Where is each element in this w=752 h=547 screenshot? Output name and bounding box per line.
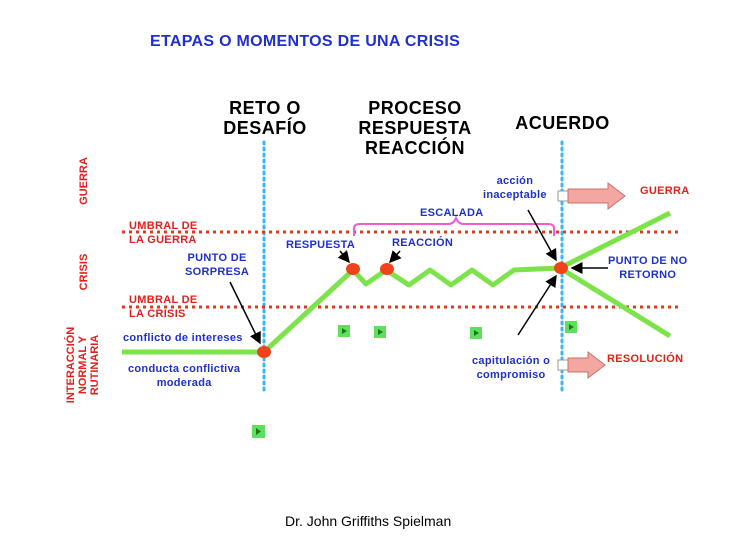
arrow-reaccion	[388, 250, 402, 264]
axis-label-interaccion-line-3: RUTINARIA	[89, 334, 101, 396]
arrow-respuesta	[337, 250, 350, 264]
stage-proceso: PROCESO RESPUESTA REACCIÓN	[350, 98, 480, 158]
label-escalada: ESCALADA	[420, 207, 484, 219]
play-button-icon	[338, 325, 350, 337]
threshold-label-guerra-line-2: LA GUERRA	[129, 234, 197, 246]
label-reaccion: REACCIÓN	[392, 237, 454, 249]
label-capitulacion-line-1: capitulación o	[472, 355, 551, 367]
label-accion-line-1: acción	[496, 175, 534, 187]
arrow-sorpresa	[229, 281, 261, 345]
play-button-icon	[374, 326, 386, 338]
node-reaccion	[380, 263, 394, 275]
label-respuesta: RESPUESTA	[286, 239, 356, 251]
label-punto-no-retorno-line-2: RETORNO	[619, 269, 677, 281]
escalada-brace	[353, 214, 555, 236]
axis-label-interaccion-line-2: NORMAL Y	[77, 335, 89, 395]
axis-label-interaccion: INTERACCIÓN NORMAL Y RUTINARIA	[65, 320, 105, 410]
axis-label-guerra: GUERRA	[78, 157, 90, 205]
stage-proceso-line-1: PROCESO	[368, 98, 462, 118]
play-button-icon	[565, 321, 577, 333]
threshold-label-crisis: UMBRAL DE LA CRISIS	[129, 293, 198, 321]
arrow-capitulacion	[517, 274, 557, 336]
label-capitulacion: capitulación o compromiso	[472, 354, 550, 382]
threshold-label-crisis-line-1: UMBRAL DE	[129, 294, 198, 306]
escalation-branch	[558, 210, 672, 271]
label-conducta-line-1: conducta conflictiva	[128, 363, 241, 375]
label-punto-no-retorno-line-1: PUNTO DE NO	[608, 255, 688, 267]
label-conducta-line-2: moderada	[156, 377, 212, 389]
node-no-retorno	[554, 262, 568, 274]
stage-reto-line-1: RETO O	[229, 98, 301, 118]
label-punto-sorpresa: PUNTO DE SORPRESA	[185, 251, 249, 279]
play-button-icon	[252, 425, 265, 438]
arrow-right-icon	[557, 350, 606, 380]
label-punto-no-retorno: PUNTO DE NO RETORNO	[608, 254, 688, 282]
label-accion-line-2: inaceptable	[483, 189, 547, 201]
process-line	[122, 265, 561, 355]
label-accion: acción inaceptable	[483, 174, 547, 202]
page-title: ETAPAS O MOMENTOS DE UNA CRISIS	[150, 33, 461, 50]
arrow-accion	[527, 209, 557, 262]
play-button-icon	[470, 327, 482, 339]
stage-proceso-line-3: REACCIÓN	[364, 138, 465, 158]
stage-acuerdo: ACUERDO	[515, 113, 610, 133]
stage-reto: RETO O DESAFÍO	[215, 98, 315, 138]
node-respuesta	[346, 263, 360, 275]
threshold-label-crisis-line-2: LA CRISIS	[129, 308, 186, 320]
label-conflicto: conflicto de intereses	[123, 332, 243, 344]
axis-label-crisis: CRISIS	[78, 253, 90, 291]
node-sorpresa	[257, 346, 271, 358]
threshold-label-guerra: UMBRAL DE LA GUERRA	[129, 219, 198, 247]
footer-author: Dr. John Griffiths Spielman	[285, 513, 452, 529]
label-conducta: conducta conflictiva moderada	[128, 362, 240, 390]
label-punto-sorpresa-line-1: PUNTO DE	[187, 252, 247, 264]
stage-proceso-line-2: RESPUESTA	[358, 118, 472, 138]
outcome-resolucion: RESOLUCIÓN	[607, 353, 684, 365]
arrow-right-icon	[557, 181, 626, 211]
axis-label-interaccion-line-1: INTERACCIÓN	[65, 326, 77, 404]
label-capitulacion-line-2: compromiso	[476, 369, 546, 381]
label-punto-sorpresa-line-2: SORPRESA	[185, 266, 250, 278]
resolution-branch	[558, 265, 672, 339]
threshold-label-guerra-line-1: UMBRAL DE	[129, 220, 198, 232]
outcome-guerra: GUERRA	[640, 185, 690, 197]
stage-reto-line-2: DESAFÍO	[223, 118, 307, 138]
